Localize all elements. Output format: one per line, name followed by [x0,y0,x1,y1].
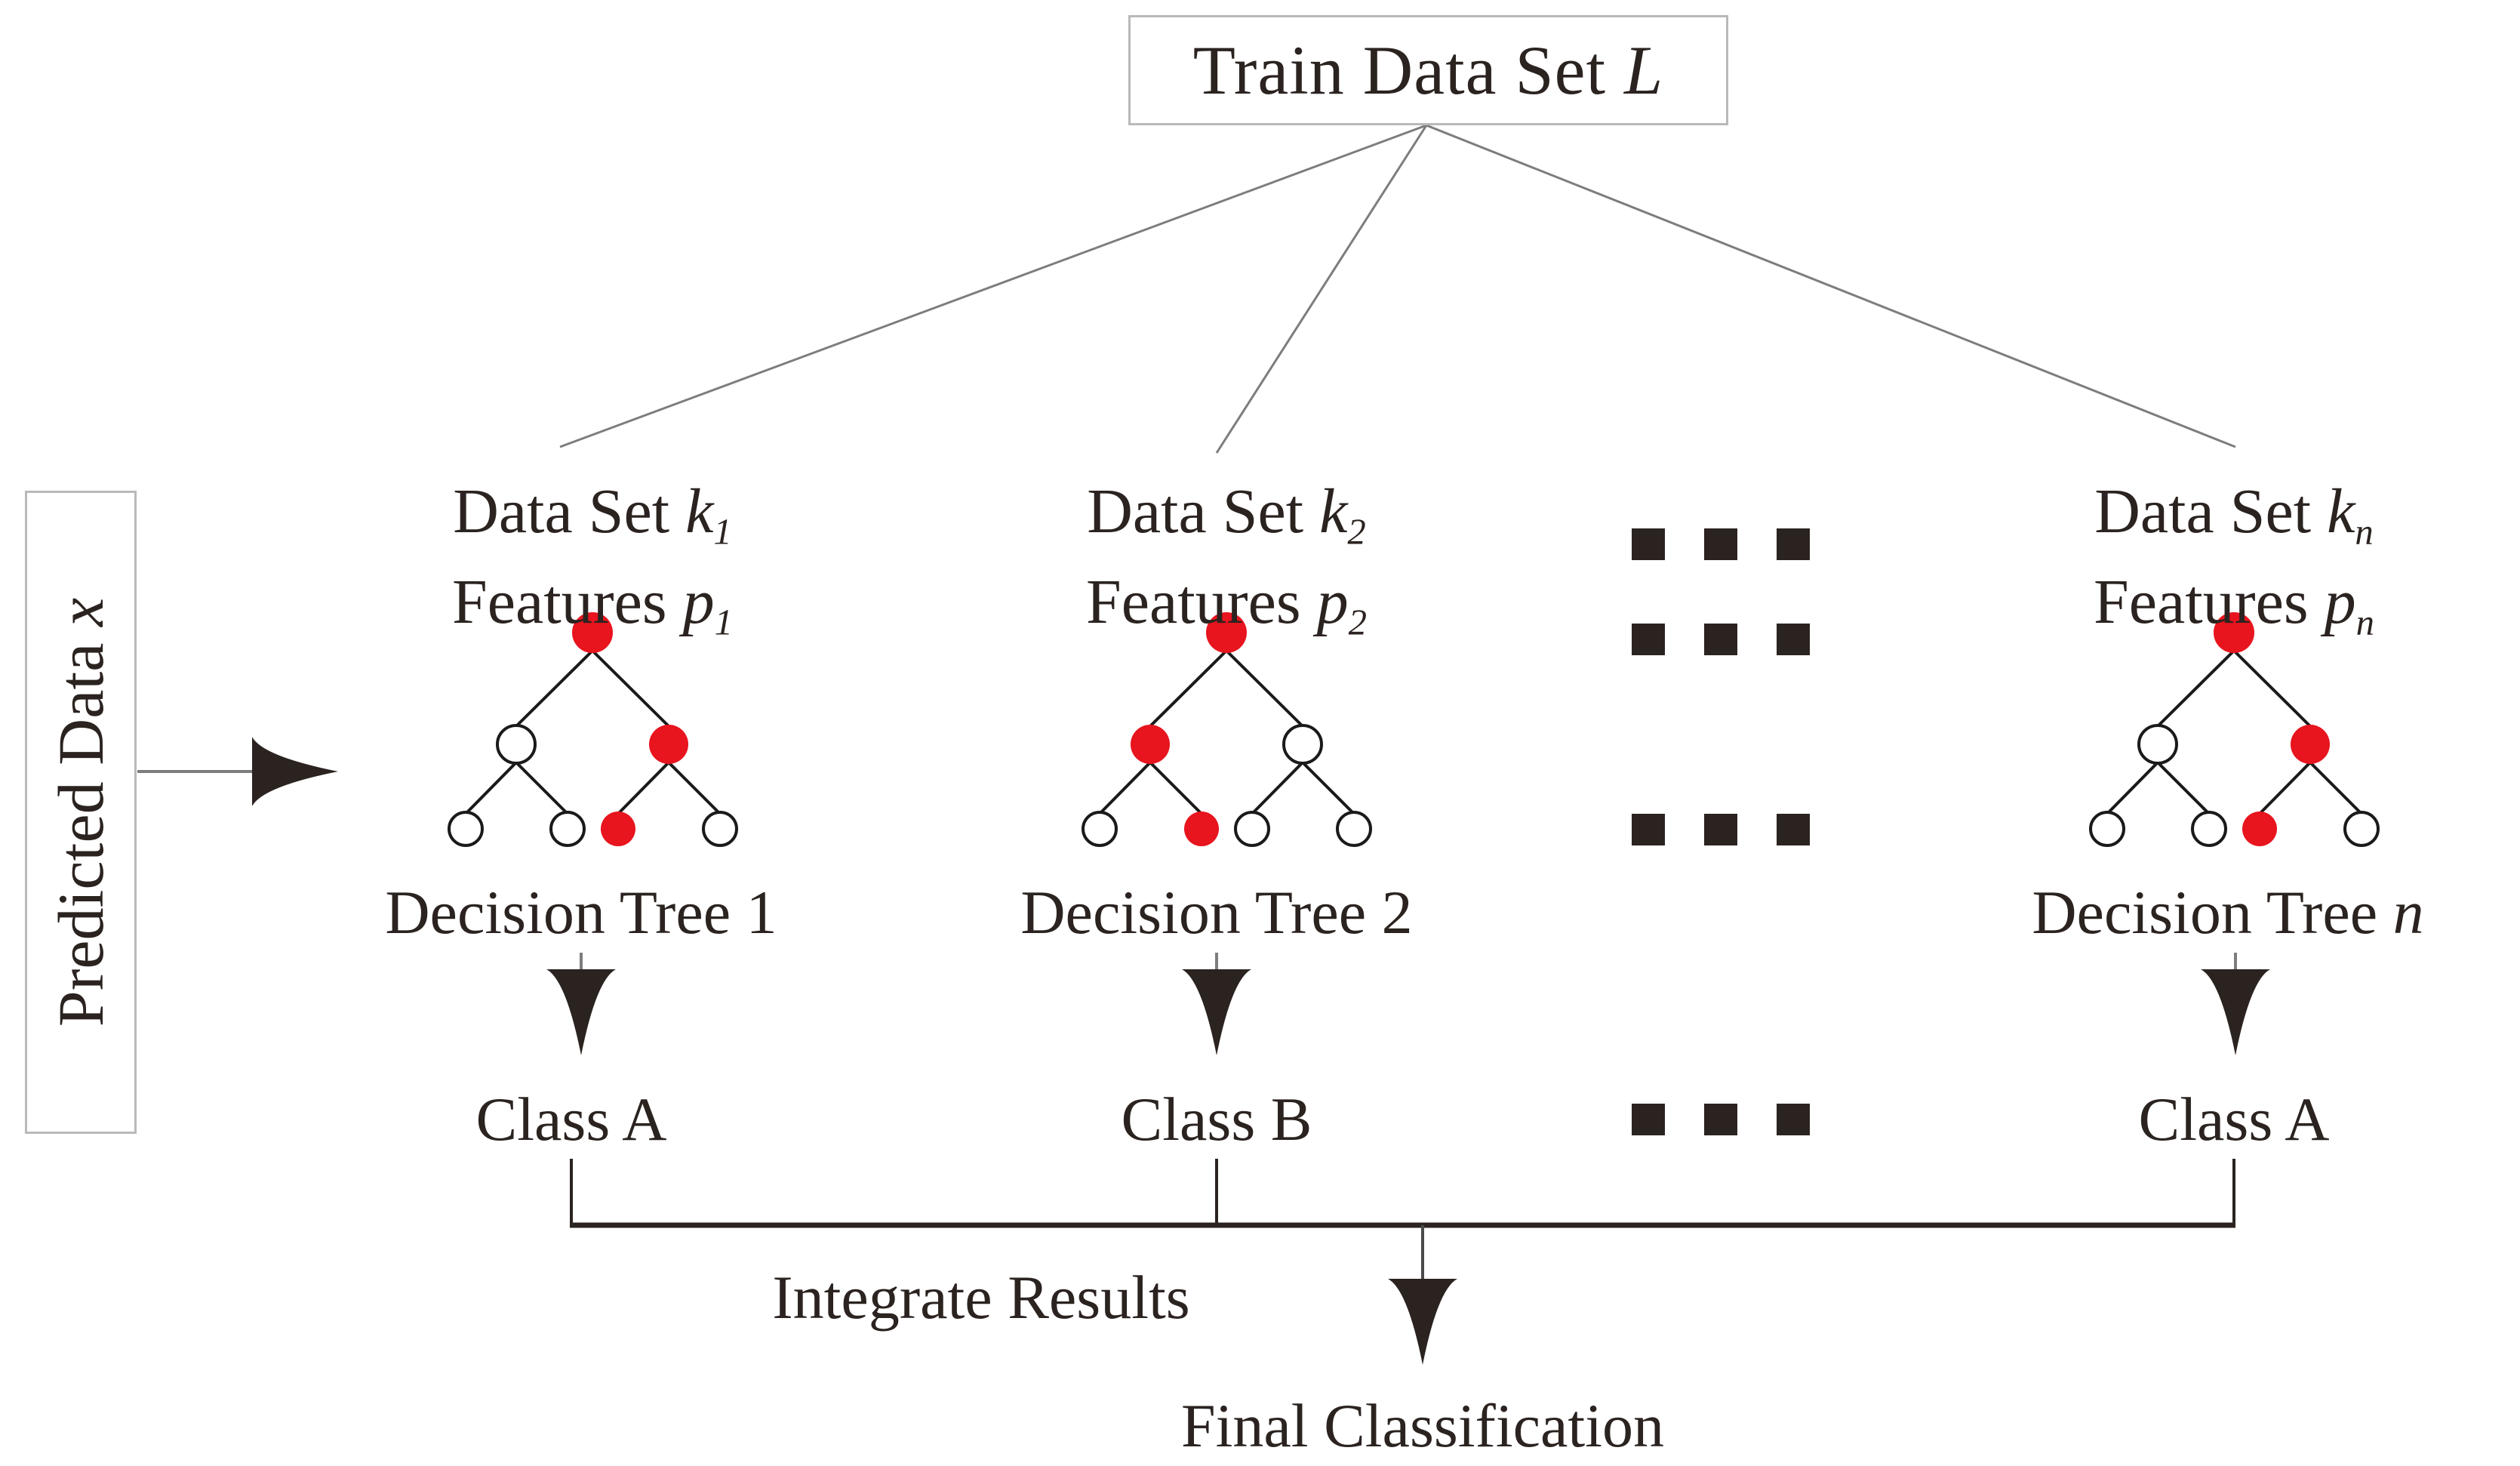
decision-tree-2-nodes [1082,612,1372,847]
integration-bus [570,1159,2235,1228]
predicted-data-label: Predicted Data x [45,597,117,1027]
ellipsis-trees [1632,814,1810,845]
tree-1-result-arrow [546,953,616,1055]
fanout-lines [559,124,2236,454]
class-result-2: Class B [1121,1085,1312,1153]
features-label-2: Features p2 [1086,567,1367,643]
ellipsis-square [1632,624,1665,655]
tree-n-result-arrow [2201,953,2270,1055]
dataset-label-1: Data Set k1 [453,476,732,553]
predicted-data-box: Predicted Data x [25,491,137,1134]
ellipsis-square [1777,528,1810,560]
decision-tree-label-1: Decision Tree 1 [385,878,777,947]
ellipsis-square [1777,624,1810,655]
ellipsis-square [1704,528,1737,560]
features-label-1: Features p1 [452,567,733,643]
decision-tree-2-edges [1098,649,1355,815]
ellipsis-square [1777,1104,1810,1135]
class-result-1: Class A [475,1085,667,1153]
final-classification-arrow [1388,1225,1457,1365]
integrate-results-label: Integrate Results [772,1263,1190,1332]
ellipsis-square [1704,1104,1737,1135]
ellipsis-square [1632,1104,1665,1135]
train-data-set-box: Train Data Set L [1128,15,1728,125]
decision-tree-n-edges [2106,649,2363,815]
ellipsis-features [1632,624,1810,655]
ellipsis-results [1632,1104,1810,1135]
ellipsis-square [1704,814,1737,845]
ellipsis-square [1704,624,1737,655]
class-result-n: Class A [2138,1085,2330,1153]
ellipsis-square [1632,814,1665,845]
dataset-label-n: Data Set kn [2094,476,2374,553]
ellipsis-datasets [1632,528,1810,560]
decision-tree-1-nodes [448,612,738,847]
tree-2-result-arrow [1182,953,1251,1055]
decision-tree-1-edges [464,649,722,815]
decision-tree-label-n: Decision Tree n [2032,878,2424,947]
train-data-set-symbol: L [1624,32,1664,109]
final-classification-label: Final Classification [1181,1391,1664,1460]
ellipsis-square [1777,814,1810,845]
features-label-n: Features pn [2094,567,2374,643]
dataset-label-2: Data Set k2 [1087,476,1366,553]
train-data-set-label: Train Data Set L [1192,32,1664,109]
decision-tree-n-nodes [2089,612,2380,847]
predicted-data-symbol: x [45,597,117,627]
ellipsis-square [1632,528,1665,560]
predicted-data-arrow [137,737,338,806]
decision-tree-label-2: Decision Tree 2 [1020,878,1413,947]
